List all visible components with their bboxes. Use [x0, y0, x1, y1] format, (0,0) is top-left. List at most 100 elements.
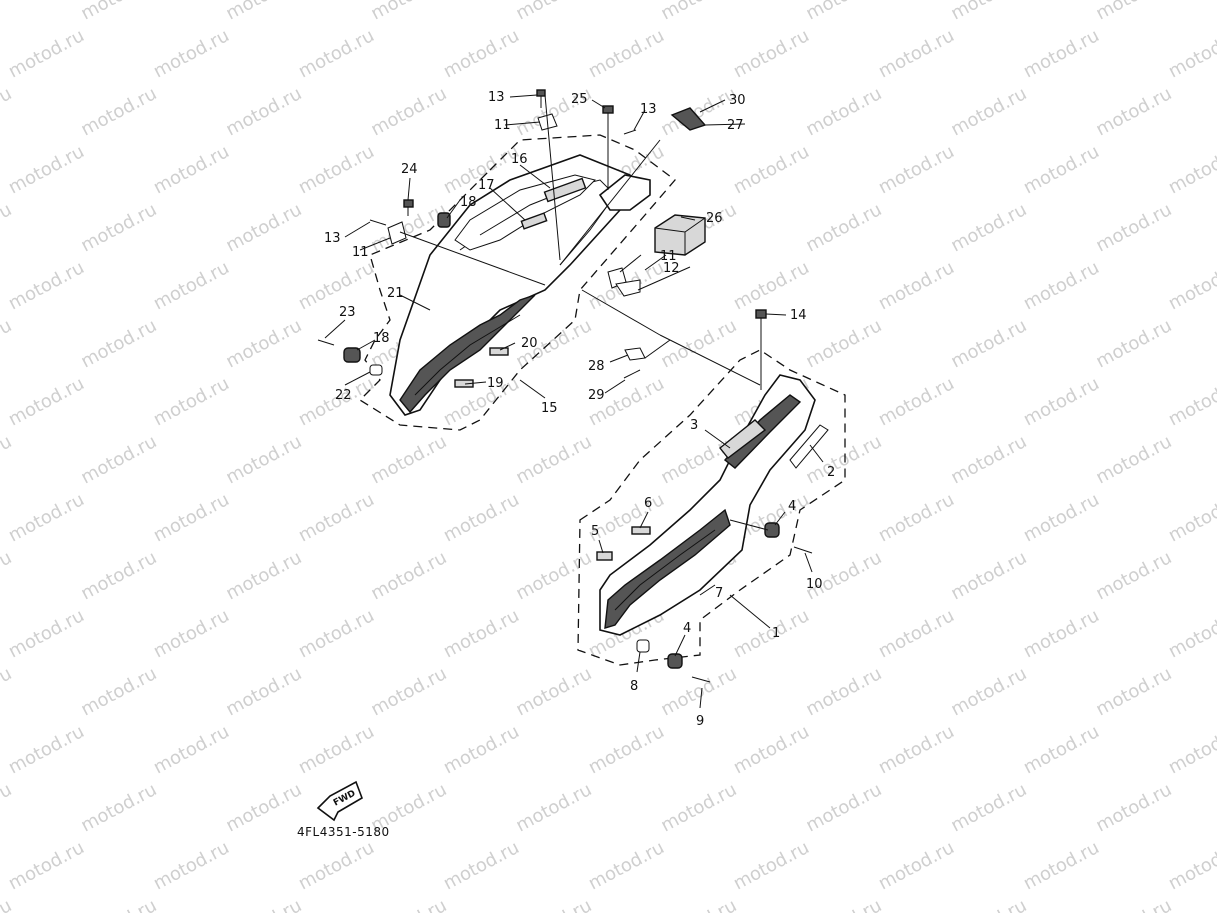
watermark-text: motod.ru [222, 315, 305, 372]
watermark-text: motod.ru [367, 83, 450, 140]
damper-16 [543, 177, 587, 203]
watermark-text: motod.ru [1020, 605, 1103, 662]
cover-stripe [399, 294, 536, 414]
trim-2 [789, 424, 829, 469]
watermark-text: motod.ru [150, 721, 233, 778]
callout-2: 2 [827, 465, 835, 480]
watermark-text: motod.ru [0, 895, 15, 913]
watermark-text: motod.ru [730, 837, 813, 894]
callout-6: 6 [644, 496, 652, 511]
watermark-text: motod.ru [150, 489, 233, 546]
watermark-text: motod.ru [0, 199, 15, 256]
watermark-text: motod.ru [5, 257, 88, 314]
watermark-text: motod.ru [875, 141, 958, 198]
watermark-text: motod.ru [512, 547, 595, 604]
watermark-text: motod.ru [440, 489, 523, 546]
watermark-text: motod.ru [585, 721, 668, 778]
upper-leaders [324, 94, 746, 399]
watermark-text: motod.ru [730, 25, 813, 82]
watermark-text: motod.ru [512, 0, 595, 24]
fwd-arrow: FWD [316, 780, 363, 822]
callout-29: 29 [588, 388, 605, 403]
watermark-text: motod.ru [150, 25, 233, 82]
callout-18-lower: 18 [373, 331, 390, 346]
callout-23: 23 [339, 305, 356, 320]
callout-30: 30 [729, 93, 746, 108]
callout-27: 27 [727, 118, 744, 133]
bracket-28 [624, 347, 646, 361]
watermark-text: motod.ru [730, 257, 813, 314]
callout-13-left: 13 [324, 231, 341, 246]
watermark-text: motod.ru [730, 721, 813, 778]
watermark-text: motod.ru [295, 25, 378, 82]
watermark-text: motod.ru [77, 779, 160, 836]
callout-20: 20 [521, 336, 538, 351]
watermark-text: motod.ru [0, 315, 15, 372]
watermark-text: motod.ru [1092, 315, 1175, 372]
watermark-text: motod.ru [1092, 547, 1175, 604]
callout-3: 3 [690, 418, 698, 433]
watermark-text: motod.ru [77, 895, 160, 913]
stripe-edge [614, 529, 716, 611]
callout-16: 16 [511, 152, 528, 167]
watermark-text: motod.ru [875, 605, 958, 662]
watermark-text: motod.ru [77, 199, 160, 256]
tail-end-piece [598, 174, 651, 211]
callout-labels: 1 2 3 4 4 5 6 7 8 9 10 11 11 11 12 13 13… [324, 90, 835, 729]
watermark-text: motod.ru [367, 0, 450, 24]
watermark-text: motod.ru [875, 489, 958, 546]
screw-13-right [623, 129, 637, 135]
watermark-text: motod.ru [1165, 25, 1217, 82]
watermark-text: motod.ru [77, 547, 160, 604]
watermark-text: motod.ru [585, 837, 668, 894]
watermark-text: motod.ru [947, 83, 1030, 140]
watermark-text: motod.ru [947, 431, 1030, 488]
watermark-text: motod.ru [875, 373, 958, 430]
callout-4-lower: 4 [683, 621, 691, 636]
box-26 [654, 214, 706, 256]
screw-23 [317, 339, 335, 346]
watermark-text: motod.ru [5, 837, 88, 894]
watermark-text: motod.ru [1092, 83, 1175, 140]
watermark-text: motod.ru [440, 721, 523, 778]
watermark-text: motod.ru [295, 605, 378, 662]
watermark-text: motod.ru [947, 199, 1030, 256]
callout-4-upper: 4 [788, 499, 796, 514]
watermark-text: motod.ru [222, 83, 305, 140]
callout-11-top: 11 [494, 118, 511, 133]
watermark-text: motod.ru [875, 837, 958, 894]
assembly-outline-15 [358, 134, 676, 431]
watermark-text: motod.ru [875, 25, 958, 82]
callout-10: 10 [806, 577, 823, 592]
callout-1: 1 [772, 626, 780, 641]
cover-stripe-edge [414, 314, 521, 396]
callout-28: 28 [588, 359, 605, 374]
watermark-text: motod.ru [222, 547, 305, 604]
watermark-text: motod.ru [440, 373, 523, 430]
watermark-text: motod.ru [657, 895, 740, 913]
damper-17 [520, 212, 548, 230]
watermark-text: motod.ru [1165, 721, 1217, 778]
watermark-text: motod.ru [802, 0, 885, 24]
damper-6 [631, 526, 651, 535]
watermark-text: motod.ru [150, 257, 233, 314]
callout-24: 24 [401, 162, 418, 177]
side-cover-assembly [577, 289, 846, 709]
grommet-4-upper [764, 522, 780, 538]
callout-8: 8 [630, 679, 638, 694]
watermark-text: motod.ru [0, 779, 15, 836]
watermark-text: motod.ru [802, 199, 885, 256]
watermark-text: motod.ru [295, 837, 378, 894]
watermark-text: motod.ru [1020, 489, 1103, 546]
watermark-text: motod.ru [367, 431, 450, 488]
callout-13-right: 13 [640, 102, 657, 117]
watermark-text: motod.ru [1020, 25, 1103, 82]
watermark-text: motod.ru [1020, 721, 1103, 778]
watermark-text: motod.ru [150, 837, 233, 894]
watermark-text: motod.ru [222, 199, 305, 256]
callout-7: 7 [715, 586, 723, 601]
damper-5 [596, 551, 613, 561]
watermark-text: motod.ru [657, 663, 740, 720]
watermark-text: motod.ru [657, 779, 740, 836]
watermark-text: motod.ru [1092, 779, 1175, 836]
